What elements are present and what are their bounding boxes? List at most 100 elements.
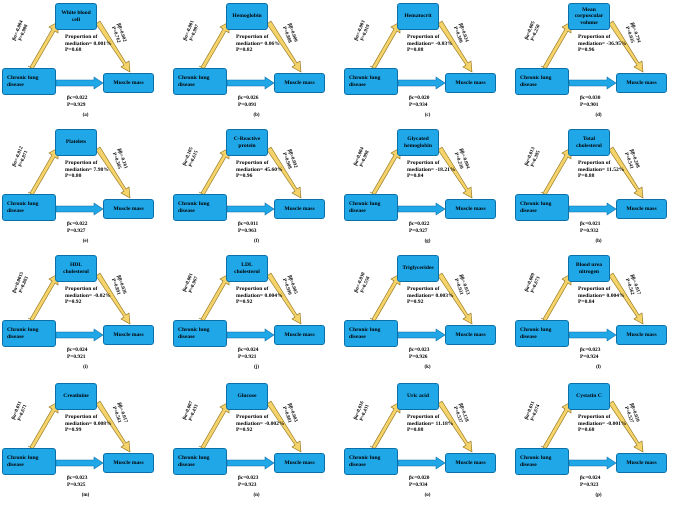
exposure-box: Chronic lung disease bbox=[2, 448, 56, 475]
mediation-panel: Cystatin C Chronic lung disease Muscle m… bbox=[513, 380, 684, 506]
direct-path-arrow bbox=[568, 456, 617, 470]
mediator-box: White blood cell bbox=[55, 3, 97, 30]
mediator-box: Uric acid bbox=[397, 383, 439, 410]
mediation-proportion: Proportion of mediation= -36.95% P=0.96 bbox=[578, 34, 627, 54]
mediation-proportion: Proportion of mediation= 0.003% P=0.92 bbox=[407, 286, 454, 306]
direct-effect: βc=0.024 P=0.921 bbox=[238, 347, 259, 360]
exposure-box: Chronic lung disease bbox=[2, 68, 56, 95]
mediation-panel: White blood cell Chronic lung disease Mu… bbox=[0, 0, 171, 126]
direct-path-arrow bbox=[55, 328, 104, 342]
exposure-box: Chronic lung disease bbox=[2, 194, 56, 221]
exposure-box: Chronic lung disease bbox=[173, 320, 227, 347]
panel-label: (a) bbox=[82, 113, 89, 118]
outcome-box: Muscle mass bbox=[274, 199, 325, 219]
outcome-box: Muscle mass bbox=[103, 73, 154, 93]
direct-effect: βc=0.026 P=0.091 bbox=[238, 95, 259, 108]
direct-effect: βc=0.023 P=0.925 bbox=[67, 475, 88, 488]
mediation-panel: Creatinine Chronic lung disease Muscle m… bbox=[0, 380, 171, 506]
mediation-panel: C-Reactive protein Chronic lung disease … bbox=[171, 126, 342, 252]
outcome-box: Muscle mass bbox=[616, 199, 667, 219]
outcome-box: Muscle mass bbox=[274, 325, 325, 345]
mediation-proportion: Proportion of mediation= -18.21% P=0.84 bbox=[407, 160, 456, 180]
panel-label: (n) bbox=[253, 493, 260, 498]
mediation-panel: LDL cholesterol Chronic lung disease Mus… bbox=[171, 252, 342, 378]
mediation-proportion: Proportion of mediation= 0.06% P=0.82 bbox=[236, 34, 280, 54]
mediation-proportion: Proportion of mediation= -0.002% P=0.92 bbox=[236, 414, 285, 434]
direct-path-arrow bbox=[397, 328, 446, 342]
mediator-box: LDL cholesterol bbox=[226, 255, 268, 282]
direct-path-arrow bbox=[226, 328, 275, 342]
direct-path-arrow bbox=[397, 456, 446, 470]
mediation-panel: Triglycerides Chronic lung disease Muscl… bbox=[342, 252, 513, 378]
panel-label: (i) bbox=[83, 365, 88, 370]
mediation-panel: Hemoglobin Chronic lung disease Muscle m… bbox=[171, 0, 342, 126]
direct-effect: βc=0.020 P=0.934 bbox=[409, 475, 430, 488]
mediation-proportion: Proportion of mediation= -0.03% P=0.88 bbox=[407, 34, 453, 54]
mediator-box: HDL cholesterol bbox=[55, 255, 97, 282]
outcome-box: Muscle mass bbox=[103, 199, 154, 219]
panel-label: (l) bbox=[596, 365, 601, 370]
direct-effect: βc=0.011 P=0.963 bbox=[238, 221, 259, 234]
panel-label: (f) bbox=[254, 239, 259, 244]
exposure-box: Chronic lung disease bbox=[515, 68, 569, 95]
direct-path-arrow bbox=[226, 456, 275, 470]
exposure-box: Chronic lung disease bbox=[344, 68, 398, 95]
exposure-box: Chronic lung disease bbox=[2, 320, 56, 347]
panel-label: (h) bbox=[595, 239, 602, 244]
direct-path-arrow bbox=[397, 76, 446, 90]
exposure-box: Chronic lung disease bbox=[515, 320, 569, 347]
exposure-box: Chronic lung disease bbox=[344, 194, 398, 221]
mediation-panel: Total cholesterol Chronic lung disease M… bbox=[513, 126, 684, 252]
mediation-proportion: Proportion of mediation= 0.004% P=0.84 bbox=[578, 286, 625, 306]
direct-path-arrow bbox=[568, 202, 617, 216]
mediator-box: Triglycerides bbox=[397, 255, 439, 282]
alpha-path-arrow bbox=[540, 401, 572, 450]
alpha-path-arrow bbox=[198, 21, 230, 70]
mediator-box: Glycated hemoglobin bbox=[397, 129, 439, 156]
direct-path-arrow bbox=[226, 76, 275, 90]
mediation-panel: Platelets Chronic lung disease Muscle ma… bbox=[0, 126, 171, 252]
alpha-path-arrow bbox=[27, 401, 59, 450]
outcome-box: Muscle mass bbox=[445, 73, 496, 93]
mediator-box: Total cholesterol bbox=[568, 129, 610, 156]
alpha-path-arrow bbox=[198, 147, 230, 196]
direct-effect: βc=0.024 P=0.921 bbox=[67, 347, 88, 360]
mediation-panel: Blood urea nitrogen Chronic lung disease… bbox=[513, 252, 684, 378]
alpha-path-arrow bbox=[27, 273, 59, 322]
panel-label: (c) bbox=[424, 113, 431, 118]
mediation-proportion: Proportion of mediation= 11.52% P=0.88 bbox=[578, 160, 625, 180]
exposure-box: Chronic lung disease bbox=[344, 448, 398, 475]
mediation-panel: Mean corpuscular volume Chronic lung dis… bbox=[513, 0, 684, 126]
outcome-box: Muscle mass bbox=[103, 325, 154, 345]
panel-label: (g) bbox=[424, 239, 431, 244]
direct-effect: βc=0.030 P=0.901 bbox=[580, 95, 601, 108]
mediator-box: Hematocrit bbox=[397, 3, 439, 30]
panel-label: (j) bbox=[254, 365, 259, 370]
mediator-box: Glucose bbox=[226, 383, 268, 410]
mediator-box: Mean corpuscular volume bbox=[568, 3, 610, 30]
alpha-path-arrow bbox=[27, 21, 59, 70]
mediation-panel: Glycated hemoglobin Chronic lung disease… bbox=[342, 126, 513, 252]
direct-path-arrow bbox=[226, 202, 275, 216]
alpha-path-arrow bbox=[369, 21, 401, 70]
outcome-box: Muscle mass bbox=[616, 325, 667, 345]
direct-path-arrow bbox=[397, 202, 446, 216]
outcome-box: Muscle mass bbox=[445, 199, 496, 219]
mediator-box: Platelets bbox=[55, 129, 97, 156]
direct-effect: βc=0.021 P=0.932 bbox=[580, 221, 601, 234]
panel-label: (e) bbox=[82, 239, 89, 244]
alpha-path-arrow bbox=[369, 401, 401, 450]
